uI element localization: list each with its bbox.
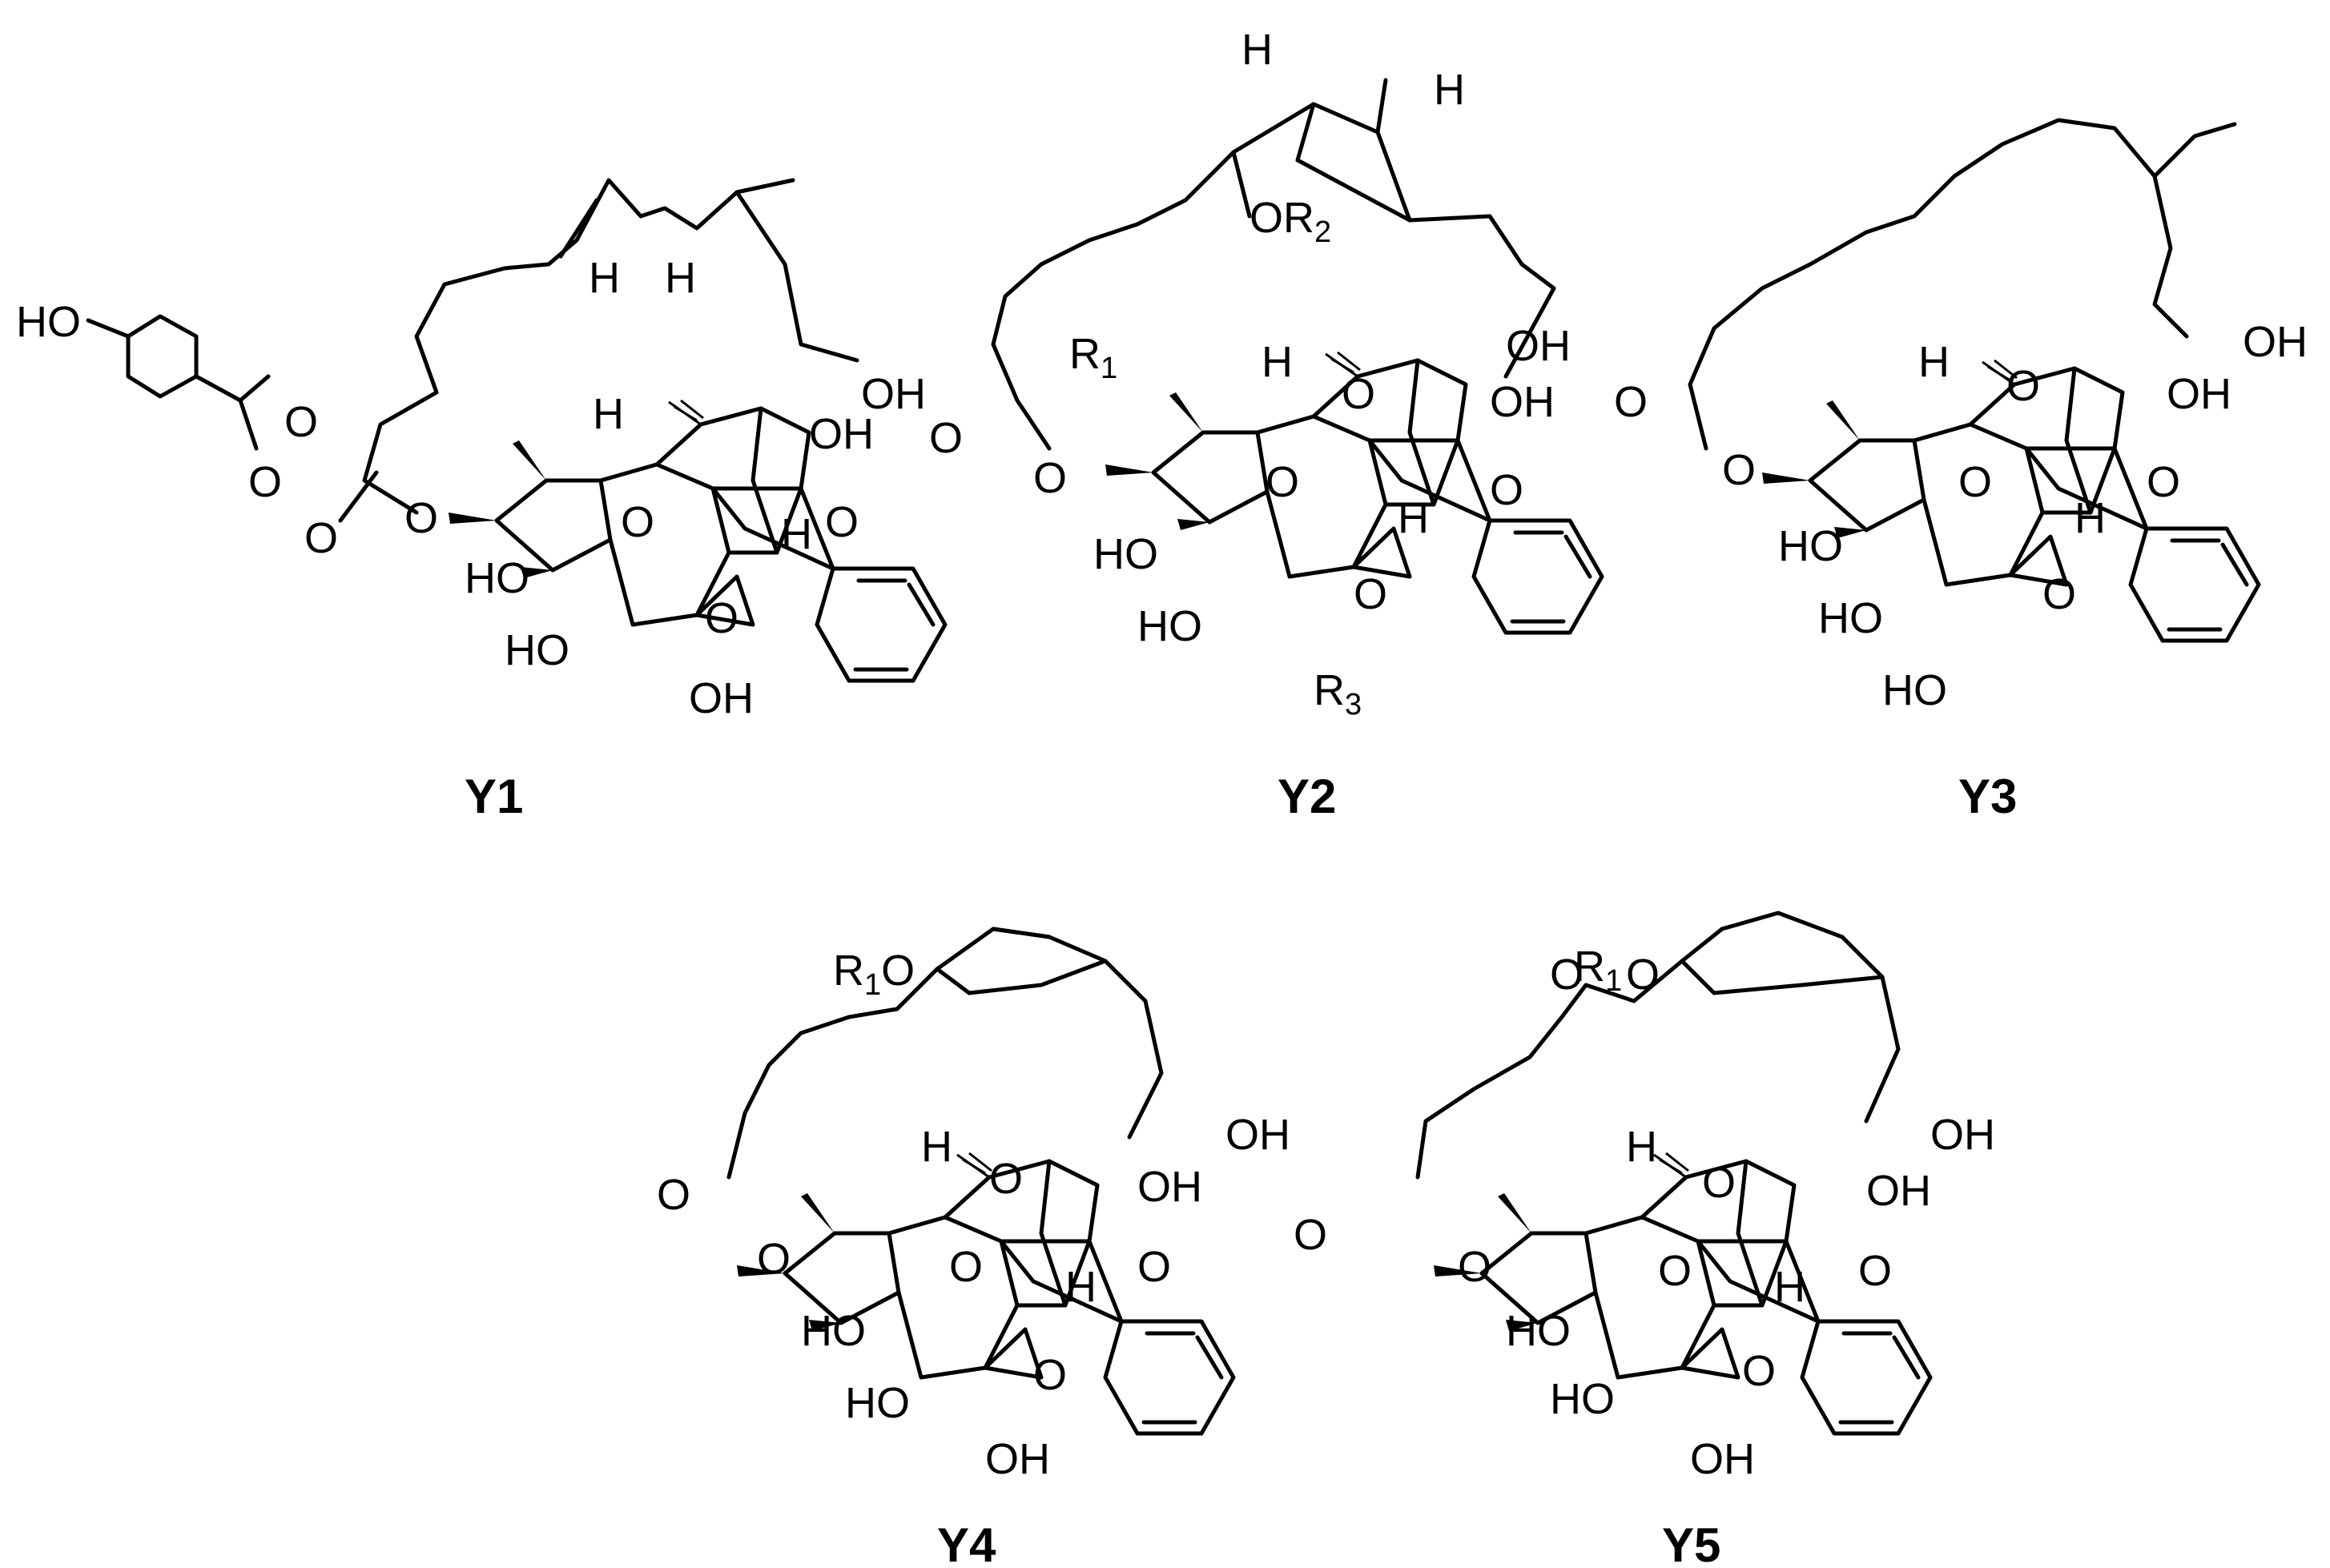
y4-oh-tertiary: OH xyxy=(1225,1111,1290,1159)
y2-h-junction: H xyxy=(1262,338,1293,386)
y1-phenol-ring xyxy=(86,314,199,399)
y4-caption: Y4 xyxy=(937,1518,996,1568)
compound-y1: HO O O O O H H H OH OH HO HO OH O O O H … xyxy=(16,178,945,823)
y4-oh-ring: OH xyxy=(1137,1163,1202,1211)
y2-orthoester-o2: O xyxy=(1266,458,1299,506)
y3-orthoester-o1: O xyxy=(2006,362,2040,410)
compound-y2: H H OR2 R1 H O O OH OH HO HO R3 O O O O … xyxy=(929,26,1602,823)
y5-caption: Y5 xyxy=(1662,1518,1720,1568)
y3-orthoester-o3: O xyxy=(2147,458,2180,506)
y1-caption: Y1 xyxy=(465,770,523,823)
y4-h-orthoester: H xyxy=(1065,1263,1097,1311)
y5-orthoester-o1: O xyxy=(1702,1159,1736,1207)
y3-orthoester-o2: O xyxy=(1958,458,1992,506)
y4-orthoester-o3: O xyxy=(1137,1243,1171,1291)
y3-lactone-o: O xyxy=(1722,446,1756,494)
y1-lactone-carbonyl-o: O xyxy=(304,514,338,562)
y2-orthoester-o1: O xyxy=(1342,370,1375,418)
y2-chain xyxy=(991,102,1556,451)
y5-epoxide-o: O xyxy=(1742,1347,1776,1395)
y5-oh-ch2: OH xyxy=(1690,1435,1755,1483)
y4-epoxide-o: O xyxy=(1033,1351,1067,1399)
y5-lactone-o: O xyxy=(1458,1243,1491,1291)
y4-orthoester-o2: O xyxy=(949,1243,983,1291)
y4-oh-c5: HO xyxy=(845,1379,910,1427)
y2-oh-c5: HO xyxy=(1137,602,1202,650)
y3-oh-tertiary: OH xyxy=(2243,318,2308,366)
compound-y4: R1O H O O OH OH HO HO OH O O O O H Y4 xyxy=(657,927,1290,1568)
y2-orthoester-o3: O xyxy=(1490,466,1523,514)
y3-oh-c4: HO xyxy=(1778,522,1843,570)
y4-lactone-o: O xyxy=(757,1235,791,1283)
y2-h-right: H xyxy=(1434,66,1465,114)
y2-lactone-o: O xyxy=(1033,454,1067,502)
y2-h-left: H xyxy=(1241,26,1273,74)
y1-orthoester-o2: O xyxy=(825,498,859,546)
y2-caption: Y2 xyxy=(1278,770,1336,823)
y5-oh-c4: HO xyxy=(1506,1307,1571,1355)
compound-y3: H O O OH OH HO HO HO O O O O H Y3 xyxy=(1614,118,2308,823)
y1-orthoester-o1: O xyxy=(621,498,654,546)
y1-h-orthoester: H xyxy=(781,510,812,558)
y3-oh-c5: HO xyxy=(1818,594,1883,642)
y4-r1o: R1O xyxy=(833,947,915,1002)
y1-h-cyclopropane-right: H xyxy=(665,254,696,302)
y2-epoxide-o: O xyxy=(1354,570,1387,618)
y1-lactone-o: O xyxy=(404,494,438,542)
y3-h-junction: H xyxy=(1918,338,1950,386)
y1-oh-ch2: OH xyxy=(689,674,754,722)
y1-phenol-oh: HO xyxy=(16,298,81,346)
y3-oh-ring: OH xyxy=(2167,370,2231,418)
y2-oh-c4: HO xyxy=(1093,530,1158,578)
y5-h-junction: H xyxy=(1626,1123,1657,1171)
y3-chain xyxy=(1688,118,2189,451)
y5-oh-tertiary: OH xyxy=(1930,1111,1995,1159)
y1-oh-ring: OH xyxy=(809,410,874,458)
y2-r3: R3 xyxy=(1314,666,1362,722)
y3-h-orthoester: H xyxy=(2074,494,2106,542)
y3-oh-ch2: HO xyxy=(1882,666,1947,714)
y4-lactone-carbonyl-o: O xyxy=(657,1171,690,1219)
y1-carbonyl-o: O xyxy=(248,458,282,506)
y2-lactone-carbonyl-o: O xyxy=(929,414,963,462)
y1-oh-c4: HO xyxy=(465,554,529,602)
y4-h-junction: H xyxy=(921,1123,952,1171)
y5-oh-ring: OH xyxy=(1866,1167,1931,1215)
y2-oh-tertiary: OH xyxy=(1506,322,1571,370)
y1-oh-tertiary: OH xyxy=(861,370,926,418)
y1-chain xyxy=(362,178,859,515)
y3-epoxide-o: O xyxy=(2042,570,2076,618)
y1-h-junction: H xyxy=(593,390,624,438)
y3-lactone-carbonyl-o: O xyxy=(1614,378,1648,426)
y2-oh-ring: OH xyxy=(1490,378,1555,426)
y5-r1: R1 xyxy=(1574,943,1622,998)
y2-r1: R1 xyxy=(1069,330,1117,385)
y5-orthoester-o2: O xyxy=(1658,1247,1692,1295)
compound-y5: O R1 O H O O OH OH HO HO OH O O O O H Y5 xyxy=(1294,911,1995,1568)
y2-or2: OR2 xyxy=(1250,194,1331,249)
y5-o-right: O xyxy=(1626,951,1660,999)
y5-lactone-carbonyl-o: O xyxy=(1294,1211,1327,1259)
y1-h-cyclopropane-left: H xyxy=(589,254,620,302)
y5-o-left: O xyxy=(1550,951,1584,999)
y1-ester-o: O xyxy=(284,398,318,446)
y4-oh-ch2: OH xyxy=(985,1435,1050,1483)
y3-caption: Y3 xyxy=(1958,770,2017,823)
y5-orthoester-o3: O xyxy=(1858,1247,1892,1295)
y1-oh-c5: HO xyxy=(505,626,569,674)
y2-h-orthoester: H xyxy=(1398,494,1429,542)
y5-h-orthoester: H xyxy=(1774,1263,1805,1311)
y1-epoxide-o: O xyxy=(705,594,738,642)
y5-oh-c5: HO xyxy=(1550,1375,1615,1423)
y4-oh-c4: HO xyxy=(801,1307,866,1355)
y5-chain xyxy=(1415,911,1901,1180)
y4-orthoester-o1: O xyxy=(989,1155,1023,1203)
